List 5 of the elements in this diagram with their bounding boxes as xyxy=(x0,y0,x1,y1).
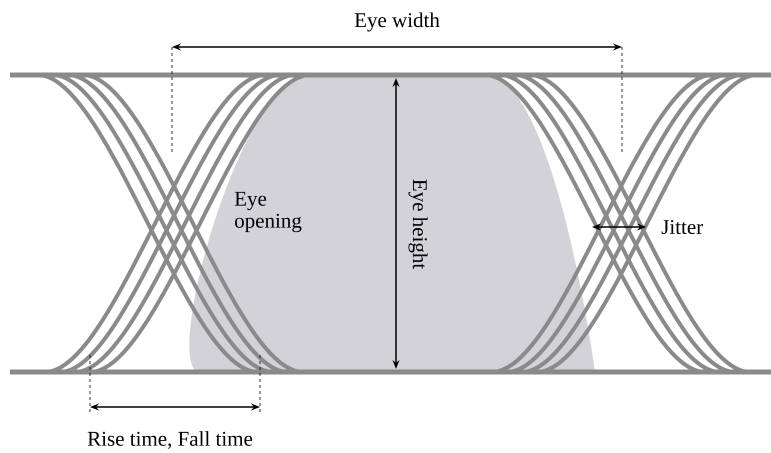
dimension-label: Jitter xyxy=(662,220,704,234)
dimension-label: Eye height xyxy=(408,179,428,270)
dimension-label: Eye opening xyxy=(234,192,302,232)
dimension-label: Eye width xyxy=(354,12,440,32)
dimension-label: Rise time, Fall time xyxy=(88,431,252,449)
